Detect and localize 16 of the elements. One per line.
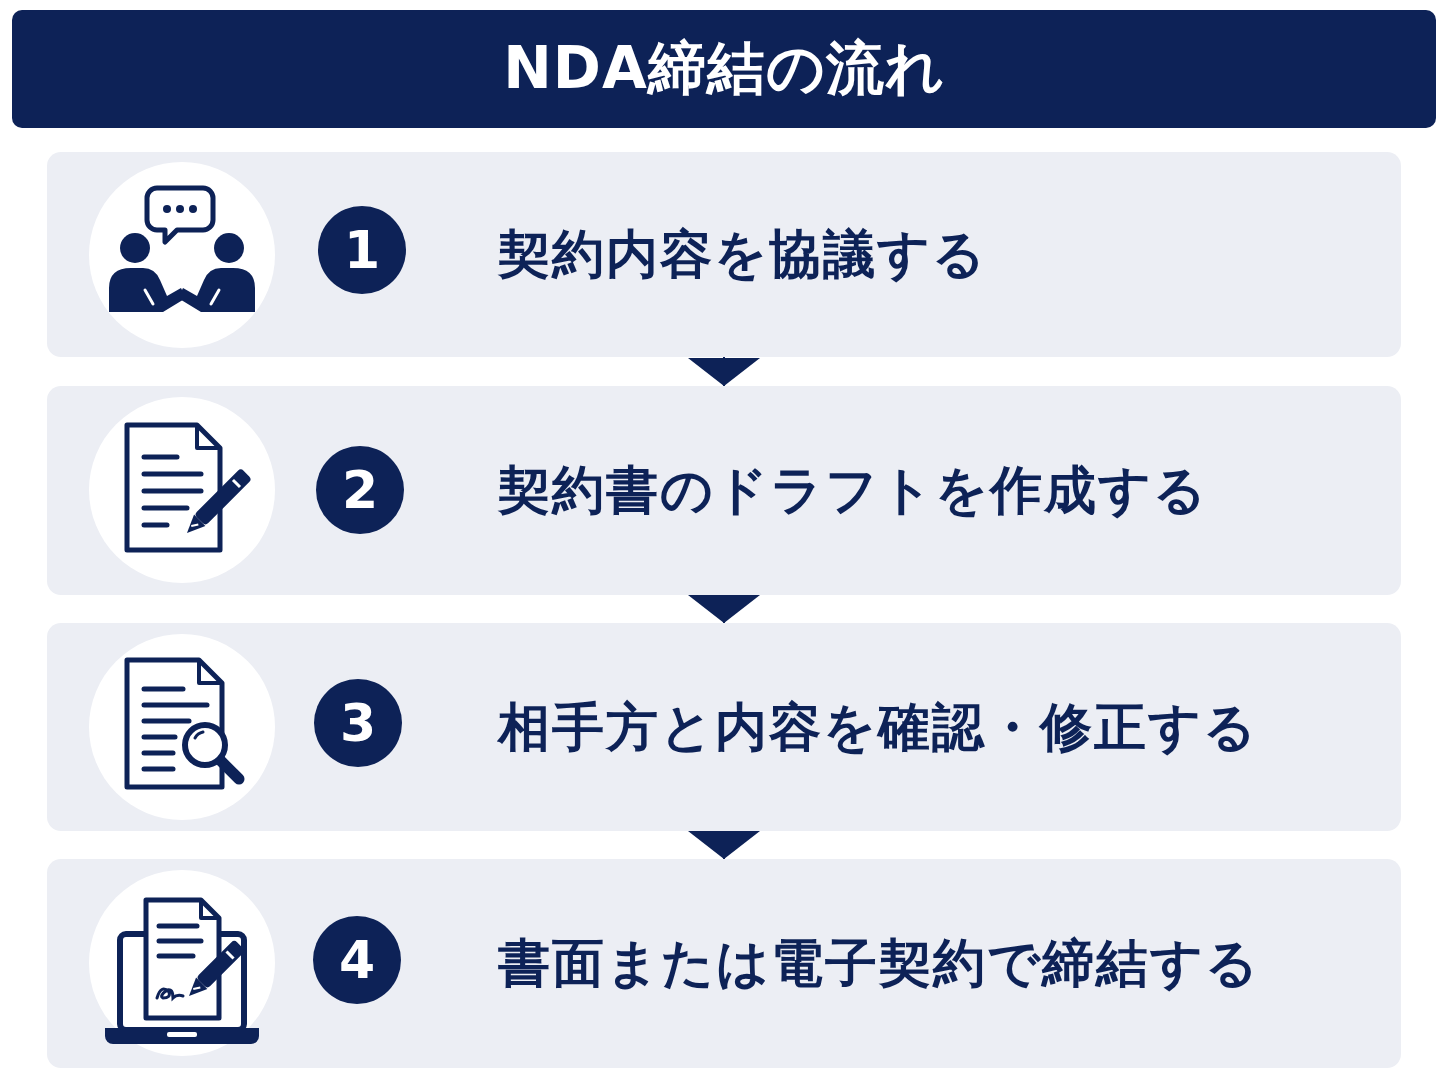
step-text: 契約書のドラフトを作成する xyxy=(498,459,1208,522)
title-text: NDA締結の流れ xyxy=(503,33,945,104)
step-number: 1 xyxy=(318,206,406,294)
step-card xyxy=(47,152,1401,357)
step-number: 2 xyxy=(316,446,404,534)
step-text: 書面または電子契約で締結する xyxy=(498,932,1260,995)
step-number: 3 xyxy=(314,679,402,767)
step-text: 契約内容を協議する xyxy=(498,223,987,286)
arrow xyxy=(688,356,760,387)
arrow xyxy=(688,830,760,860)
step-number: 4 xyxy=(313,916,401,1004)
step-card xyxy=(47,386,1401,595)
arrow xyxy=(688,594,760,624)
step-card xyxy=(47,623,1401,831)
step-text: 相手方と内容を確認・修正する xyxy=(498,695,1258,759)
step-card xyxy=(47,859,1401,1068)
